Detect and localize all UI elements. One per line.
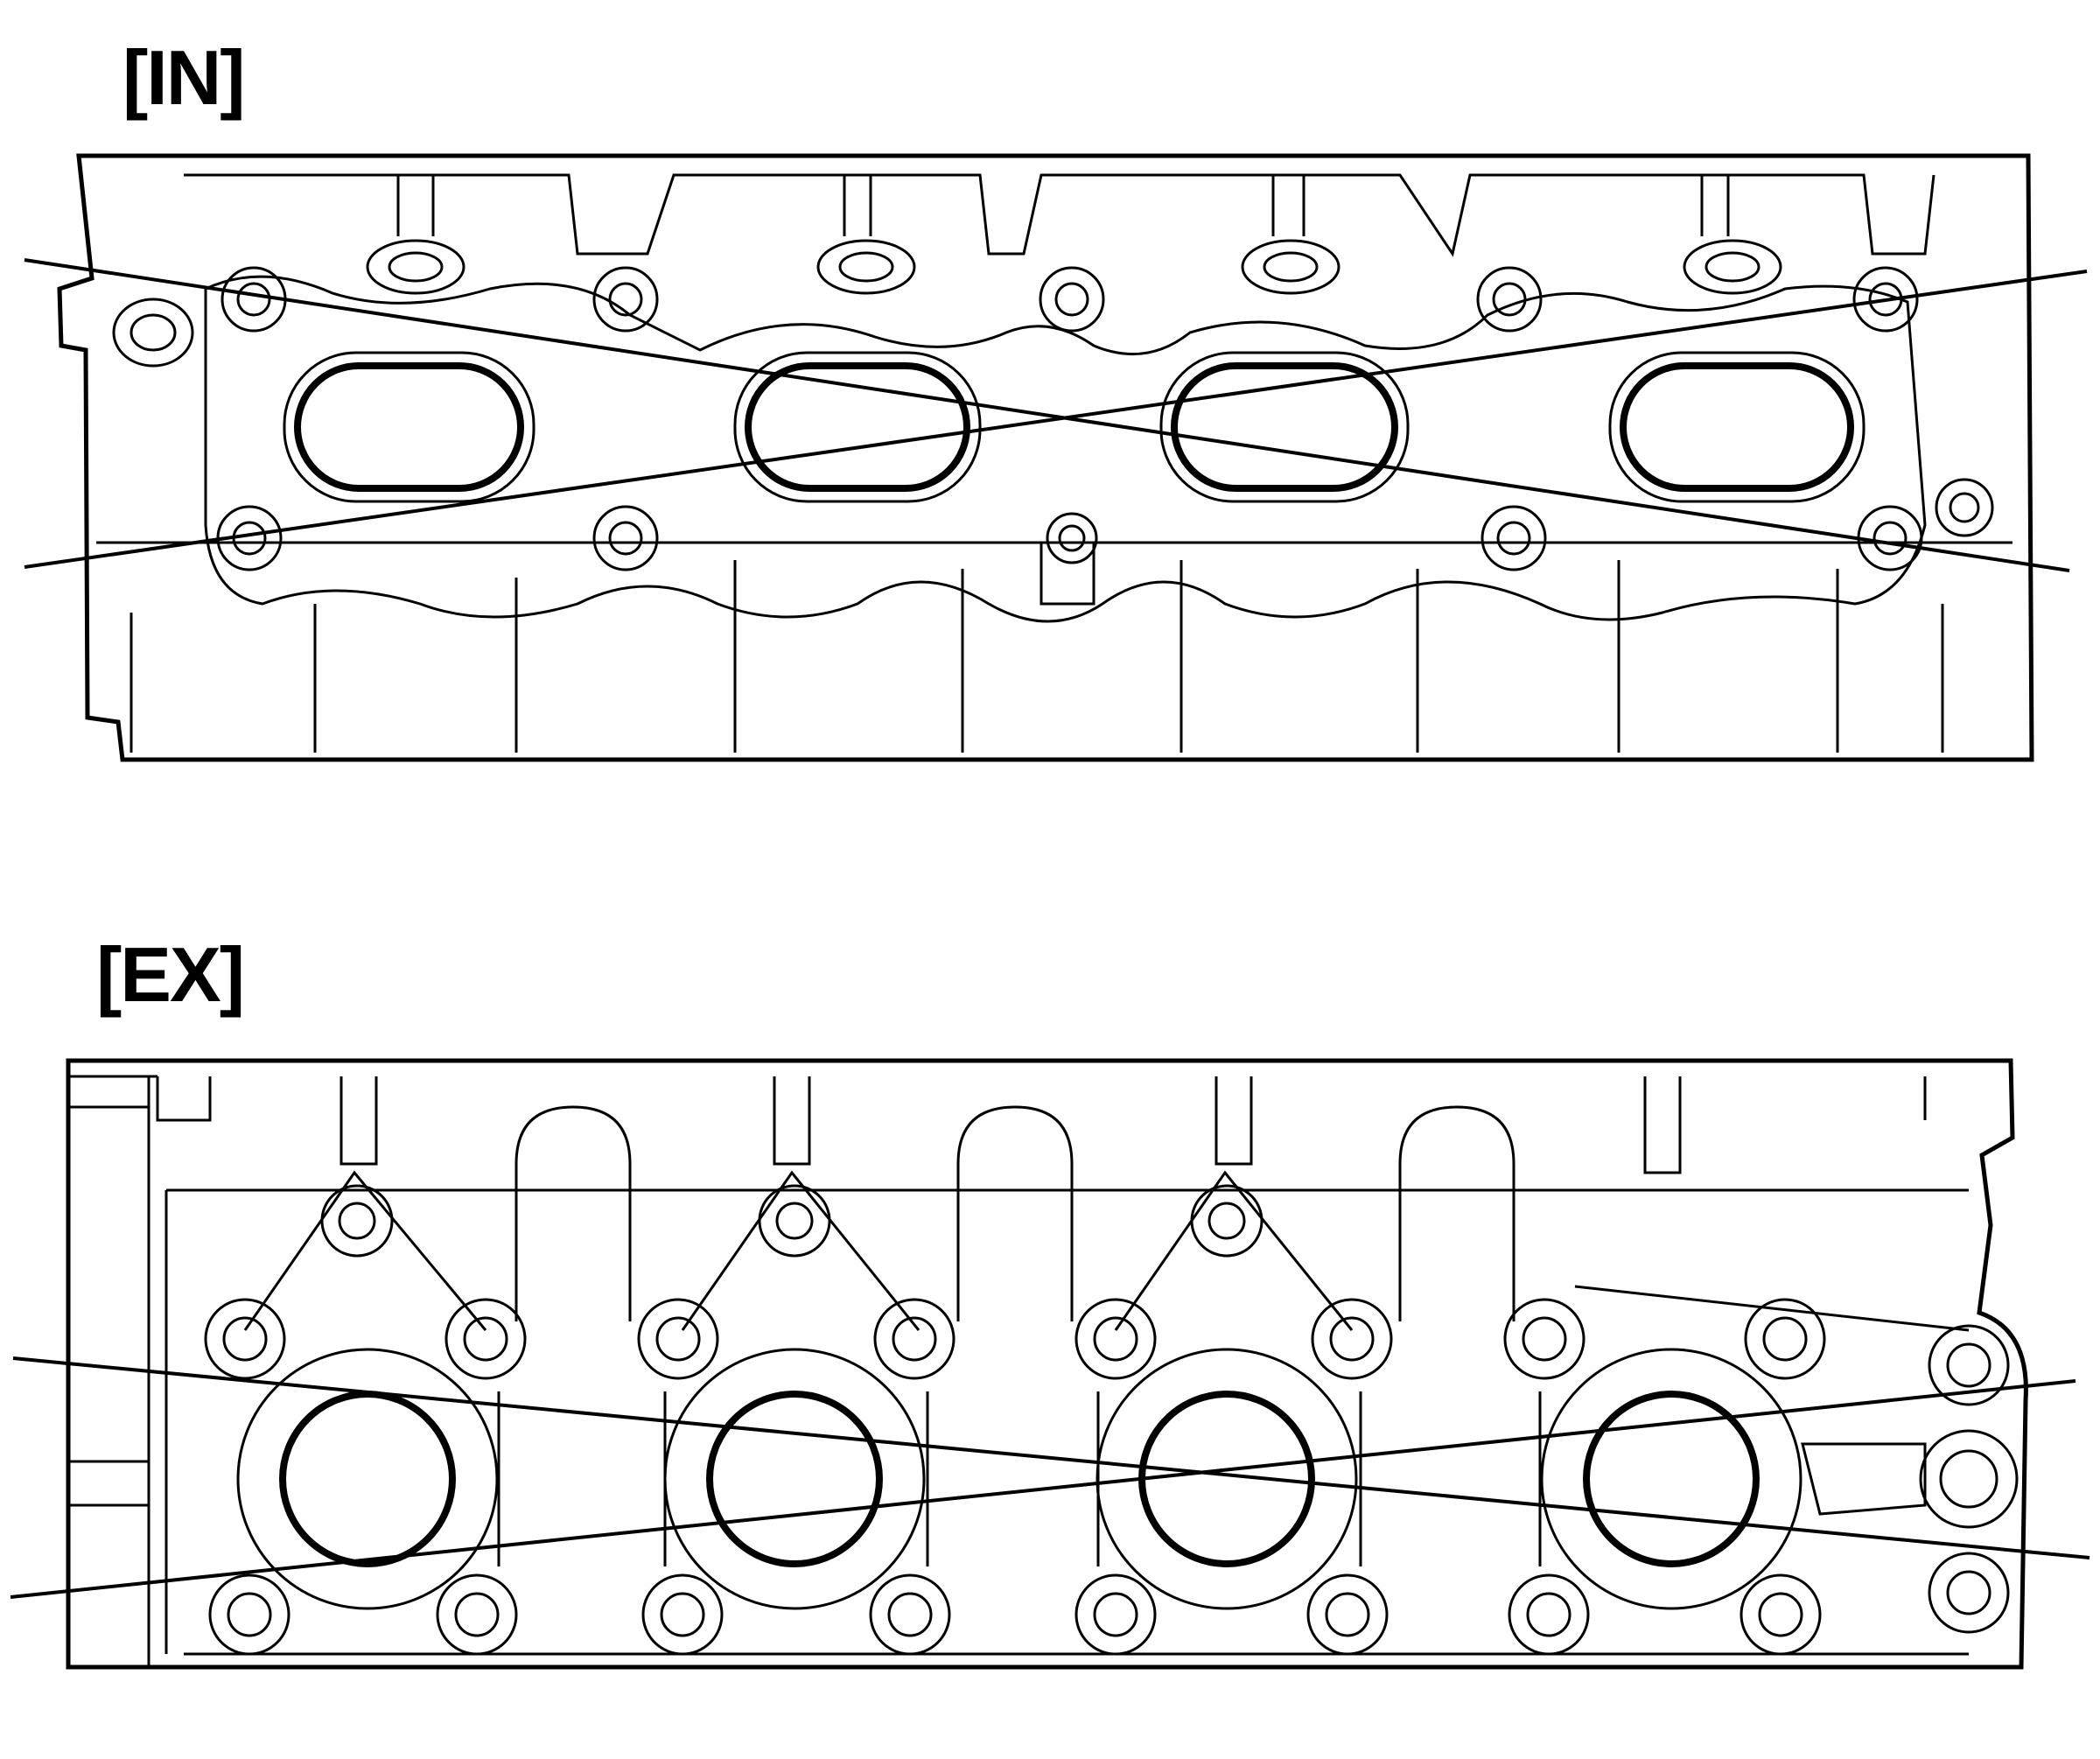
- exhaust-triangle-bosses: [243, 1170, 1970, 1332]
- intake-cylinder-head: [24, 153, 2088, 762]
- intake-measure-lines: [24, 258, 2088, 572]
- intake-port-3: [1171, 362, 1398, 492]
- exhaust-head-outline: [66, 1058, 2028, 1670]
- exhaust-top-rib: [156, 1076, 1927, 1174]
- intake-label: [IN]: [122, 34, 246, 121]
- intake-ports: [283, 351, 1866, 503]
- exhaust-port-1: [279, 1391, 456, 1567]
- intake-lower-ribs: [96, 541, 2012, 753]
- exhaust-bolt-holes-lower: [208, 1429, 2019, 1656]
- exhaust-port-4: [1583, 1391, 1760, 1567]
- intake-port-4: [1620, 362, 1854, 492]
- exhaust-ports: [236, 1348, 1927, 1610]
- intake-upper-rib: [184, 173, 1936, 257]
- exhaust-measure-lines: [10, 1356, 2090, 1599]
- exhaust-arches: [514, 1105, 1516, 1321]
- intake-head-outline: [57, 153, 2034, 762]
- exhaust-port-2: [706, 1391, 883, 1567]
- exhaust-cylinder-head: [10, 1058, 2090, 1670]
- exhaust-label: [EX]: [96, 931, 245, 1018]
- exhaust-bolt-holes-upper: [204, 1298, 2010, 1406]
- intake-flange: [204, 275, 1927, 623]
- intake-top-bosses: [366, 175, 1782, 295]
- intake-port-2: [745, 362, 970, 492]
- intake-port-1: [294, 362, 524, 492]
